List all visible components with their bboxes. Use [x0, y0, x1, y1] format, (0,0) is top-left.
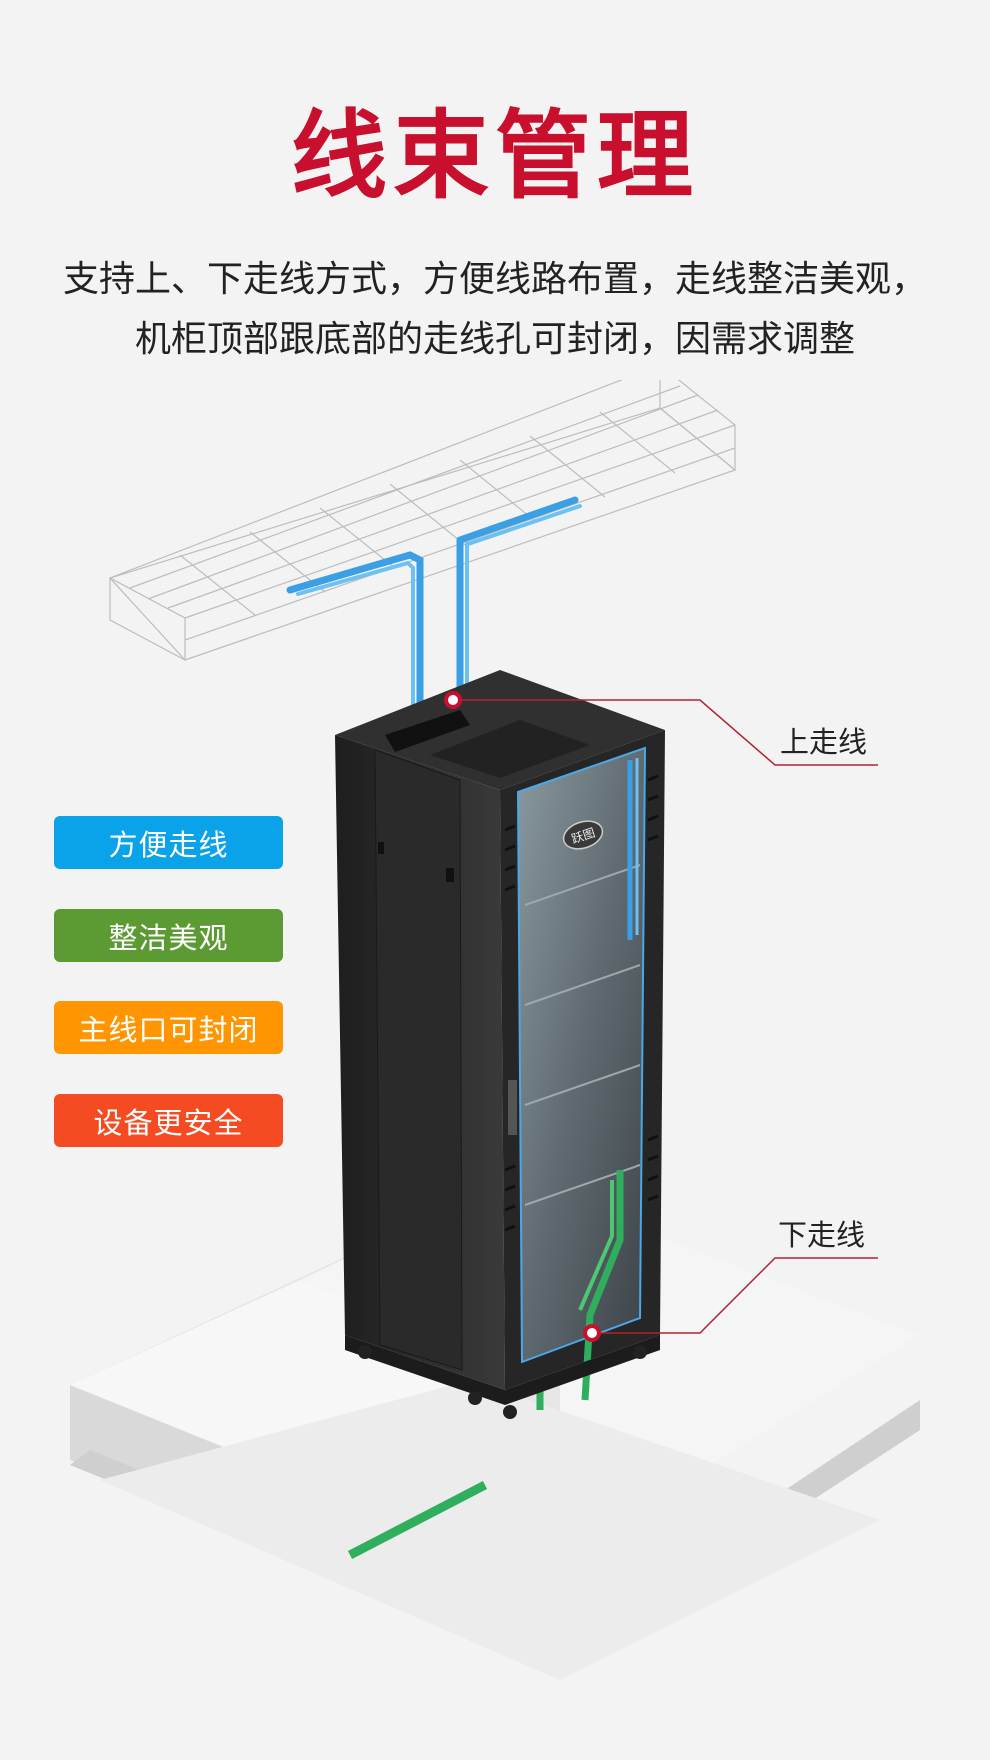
page-title: 线束管理: [291, 100, 699, 212]
description-line-2: 机柜顶部跟底部的走线孔可封闭，因需求调整: [134, 319, 855, 360]
feature-tag-easy-cabling: 方便走线: [54, 816, 283, 869]
cable-tray: [108, 380, 737, 661]
callout-top-line: [453, 699, 878, 766]
callout-top-label: 上走线: [780, 725, 868, 759]
feature-tag-safer: 设备更安全: [54, 1094, 283, 1147]
feature-tag-neat: 整洁美观: [54, 909, 283, 962]
feature-tag-sealable-port: 主线口可封闭: [54, 1001, 283, 1054]
callout-bottom-label: 下走线: [778, 1218, 866, 1252]
server-cabinet: [335, 670, 665, 1419]
callout-bottom-marker: [583, 1324, 601, 1342]
callout-top-marker: [444, 691, 462, 709]
description-line-1: 支持上、下走线方式，方便线路布置，走线整洁美观，: [62, 259, 927, 300]
top-cables: [286, 496, 582, 709]
cabinet-logo: 跃图: [562, 820, 604, 850]
cabinet-illustration: 跃图: [70, 380, 920, 1680]
callout-bottom-line: [592, 1257, 878, 1334]
